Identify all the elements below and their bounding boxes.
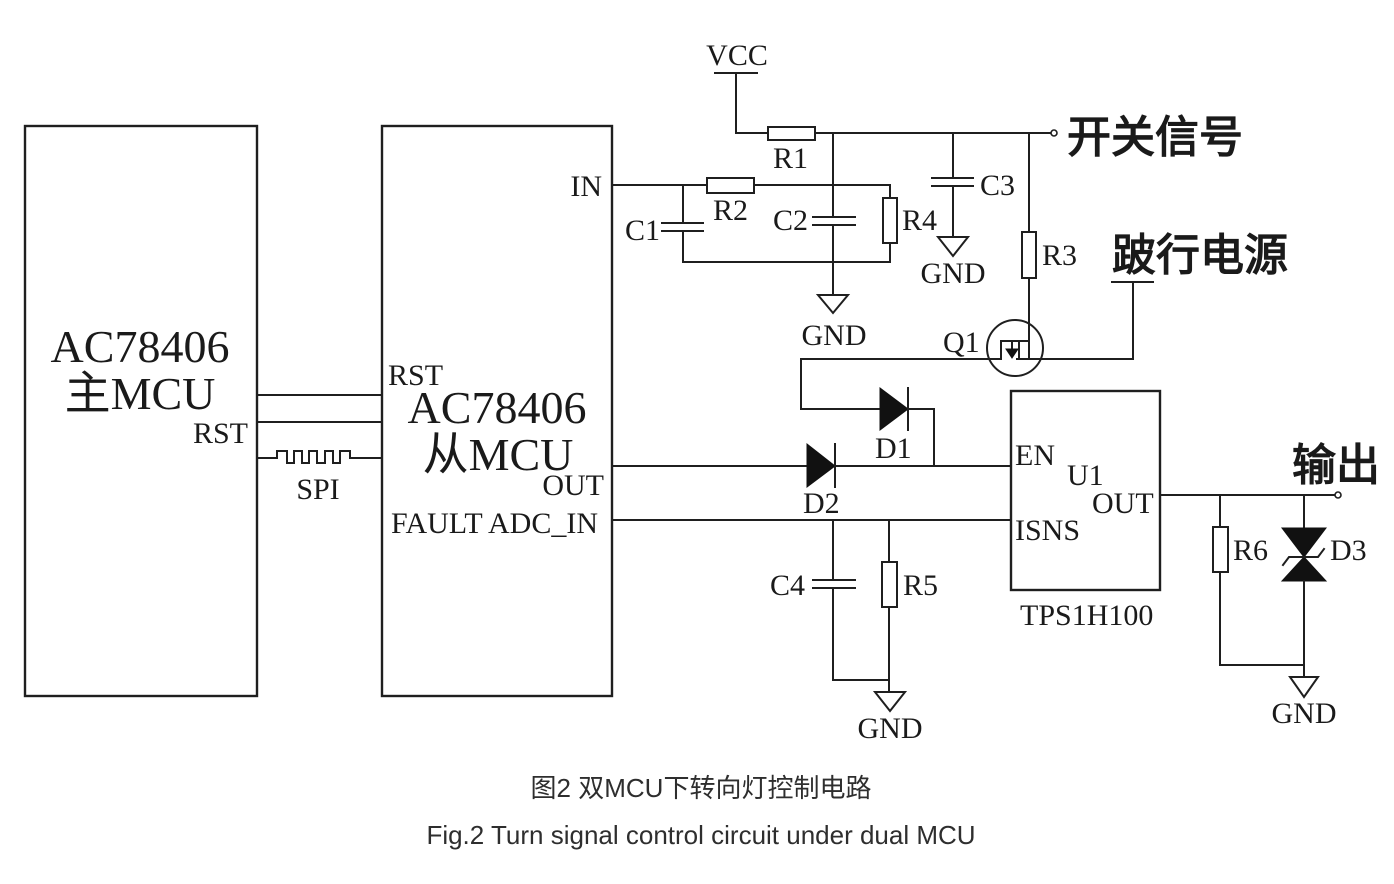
- r1-label: R1: [773, 142, 808, 175]
- u1-part-label: TPS1H100: [1020, 599, 1153, 632]
- slave-mcu-role-label: 从MCU: [423, 429, 574, 480]
- figure-caption: 图2 双MCU下转向灯控制电路 Fig.2 Turn signal contro…: [426, 773, 975, 850]
- switch-signal-label: 开关信号: [1067, 113, 1243, 162]
- gnd-label-c2: GND: [802, 319, 867, 352]
- u1-box: [1009, 389, 1162, 592]
- r3-label: R3: [1042, 239, 1077, 272]
- limp-home-power-wire: [1016, 281, 1134, 360]
- c2-label: C2: [773, 204, 808, 237]
- d2-label: D2: [803, 487, 840, 520]
- caption-chinese: 图2 双MCU下转向灯控制电路: [531, 773, 872, 803]
- r5-label: R5: [903, 569, 938, 602]
- ground-symbol-icon: [815, 294, 851, 315]
- vcc-wire: [735, 72, 769, 134]
- resistor-r6: [1212, 526, 1229, 573]
- output-label: 输出: [1292, 441, 1380, 490]
- inter-mcu-links: SPI: [256, 394, 383, 506]
- c2-branch: C2 GND: [773, 132, 867, 352]
- vcc-label: VCC: [706, 39, 768, 72]
- limp-home-power-label: 跛行电源: [1112, 231, 1288, 280]
- d3-label: D3: [1330, 534, 1367, 567]
- u1-isns-pin-label: ISNS: [1015, 514, 1080, 547]
- master-mcu-box: [23, 124, 259, 698]
- slave-mcu-box: [380, 124, 614, 698]
- caption-english: Fig.2 Turn signal control circuit under …: [426, 820, 975, 850]
- resistor-r3: [1021, 231, 1037, 279]
- slave-mcu-part-label: AC78406: [408, 382, 587, 433]
- spi-label: SPI: [296, 473, 339, 506]
- slave-mcu-in-pin-label: IN: [570, 170, 602, 203]
- ground-symbol-icon: [872, 691, 908, 713]
- master-mcu-rst-pin-label: RST: [193, 417, 248, 450]
- u1-en-pin-label: EN: [1015, 439, 1055, 472]
- master-mcu-role-label: 主MCU: [65, 368, 216, 419]
- resistor-r5: [881, 561, 898, 608]
- u1-driver-block: EN U1 OUT ISNS TPS1H100: [1009, 389, 1162, 632]
- tvs-diode-d3-zener-bar: [1281, 547, 1326, 567]
- tvs-diode-d3-lower-icon: [1280, 556, 1328, 582]
- d1-label: D1: [875, 432, 912, 465]
- gnd-label-output: GND: [1272, 697, 1337, 730]
- slave-mcu-fault-adc-pin-label: FAULT ADC_IN: [391, 507, 598, 540]
- c3-branch: C3 GND: [921, 132, 1015, 290]
- diode-d1-icon: [879, 387, 909, 431]
- slave-mcu-rst-pin-label: RST: [388, 359, 443, 392]
- c3-label: C3: [980, 169, 1015, 202]
- current-sense-path: C4 R5 GND: [611, 519, 1012, 745]
- resistor-r2: [706, 177, 755, 194]
- diode-d2-icon: [806, 442, 836, 488]
- r2-r4-wire: [753, 184, 891, 199]
- u1-ref-label: U1: [1067, 459, 1104, 492]
- r2-label: R2: [713, 194, 748, 227]
- slave-mcu-out-pin-label: OUT: [542, 469, 604, 502]
- q1-label: Q1: [943, 326, 980, 359]
- q1-to-d1-wire: [800, 358, 1002, 410]
- mosfet-q1-icon: [986, 319, 1044, 377]
- spi-waveform-wire: [256, 450, 383, 464]
- resistor-r1: [767, 126, 816, 141]
- mosfet-q1-arrow-icon: [1005, 348, 1019, 359]
- filter-return-wire: [682, 230, 891, 263]
- gnd-label-c3: GND: [921, 257, 986, 290]
- ground-symbol-icon: [935, 236, 971, 258]
- output-stage: 输出 R6 D3 GND: [1159, 441, 1380, 730]
- resistor-r4: [882, 197, 898, 244]
- enable-path: D2: [611, 442, 1012, 520]
- slave-mcu-block: IN RST AC78406 从MCU OUT FAULT ADC_IN: [380, 124, 614, 698]
- c1-label: C1: [625, 214, 660, 247]
- r4-label: R4: [902, 204, 937, 237]
- tvs-diode-d3-upper-icon: [1280, 527, 1328, 558]
- u1-out-pin-label: OUT: [1092, 487, 1154, 520]
- input-filter-network: R2 R4 C1: [611, 177, 937, 263]
- output-terminal: [1334, 491, 1342, 499]
- r6-label: R6: [1233, 534, 1268, 567]
- r6-return-wire: [1219, 571, 1305, 666]
- q1-switch-network: R3 跛行电源 Q1 D1: [800, 132, 1288, 467]
- ground-symbol-icon: [1288, 676, 1320, 699]
- c4-label: C4: [770, 569, 805, 602]
- switch-signal-terminal: [1050, 129, 1058, 137]
- master-mcu-block: AC78406 主MCU RST: [23, 124, 259, 698]
- vcc-supply-network: VCC R1 开关信号: [706, 39, 1243, 175]
- d1-to-en-wire: [907, 408, 935, 467]
- master-mcu-part-label: AC78406: [51, 321, 230, 372]
- c4-return-wire: [832, 587, 890, 681]
- gnd-label-sense: GND: [858, 712, 923, 745]
